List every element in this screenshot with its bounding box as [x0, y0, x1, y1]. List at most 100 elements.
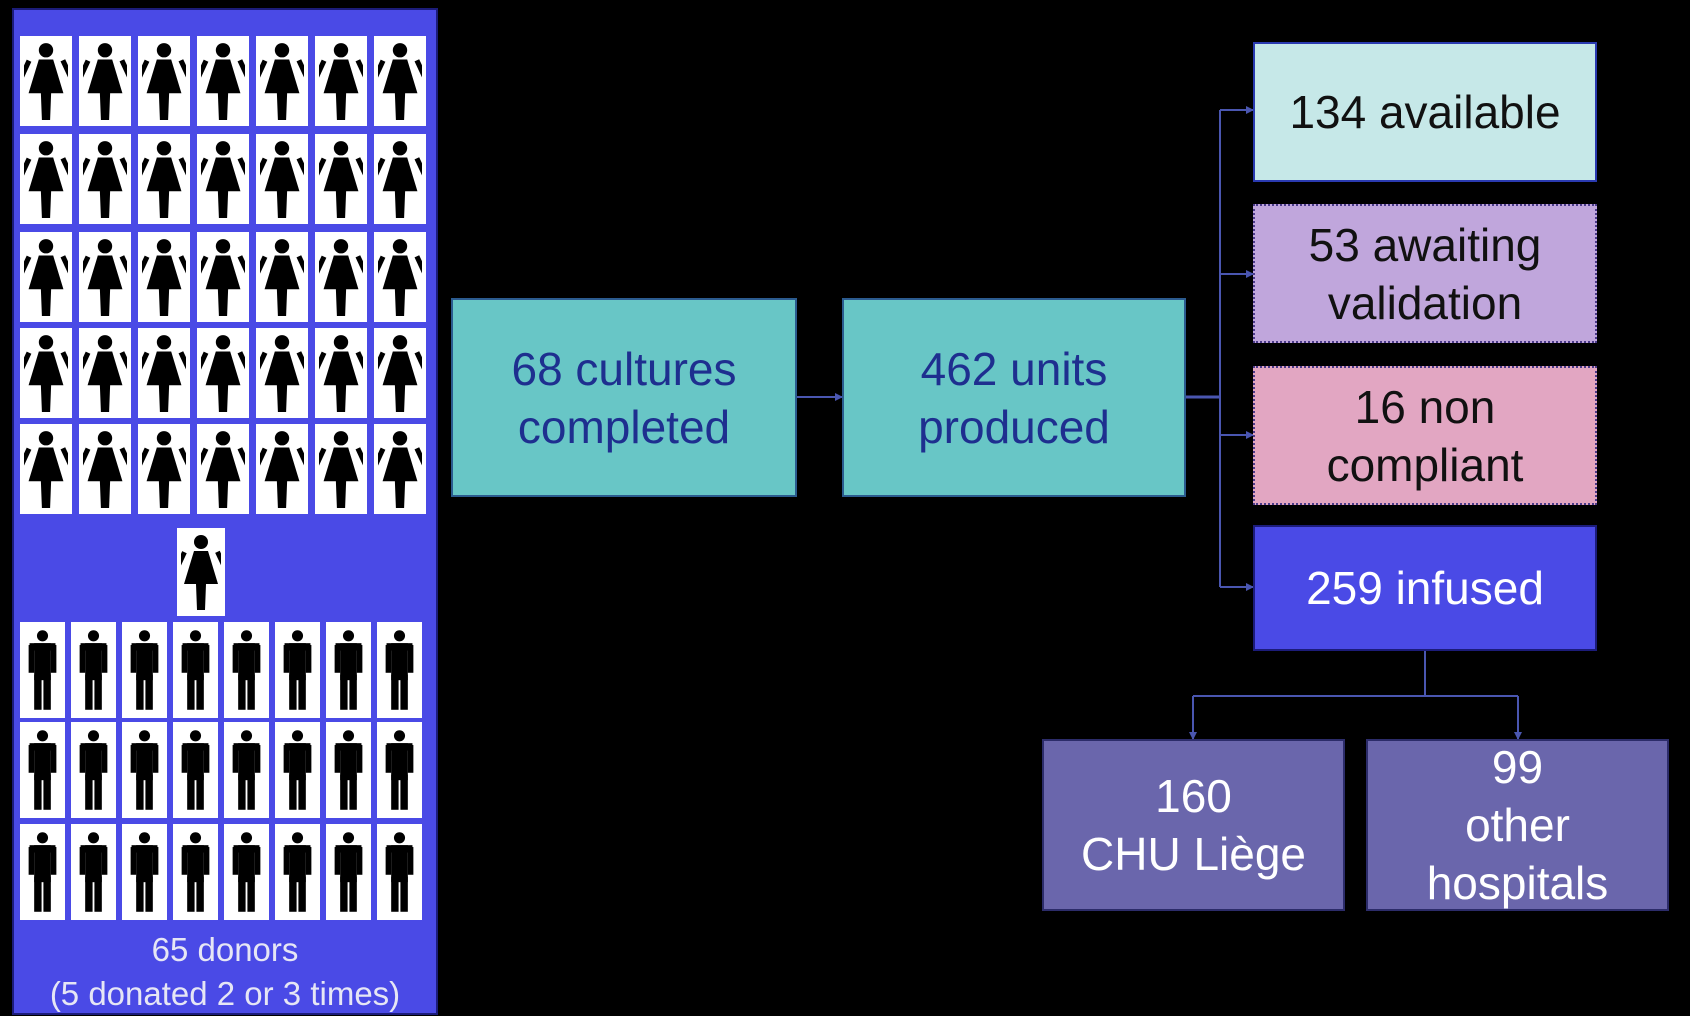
male-donor-card: [122, 824, 167, 920]
female-donor-card: [315, 232, 367, 322]
female-donor-card: [20, 36, 72, 126]
chu-name-label: CHU Liège: [1081, 828, 1306, 880]
female-donor-card: [138, 134, 190, 224]
cultures-count-label: 68 cultures: [511, 342, 737, 395]
cultures-completed-box: 68 cultures completed: [451, 298, 797, 497]
non-compliant-box: 16 non compliant: [1253, 366, 1597, 505]
male-donor-card: [20, 722, 65, 818]
female-figure-icon: [378, 43, 422, 120]
male-figure-icon: [385, 730, 414, 810]
female-figure-icon: [319, 43, 363, 120]
male-donor-card: [20, 824, 65, 920]
female-figure-icon: [142, 431, 186, 508]
male-figure-icon: [334, 730, 363, 810]
female-figure-icon: [319, 335, 363, 412]
other-count-label: 99: [1491, 741, 1544, 793]
donor-panel: 65 donors (5 donated 2 or 3 times): [12, 8, 438, 1015]
cultures-status-label: completed: [517, 400, 731, 453]
male-figure-icon: [334, 832, 363, 912]
male-donor-card: [326, 824, 371, 920]
donor-repeat-note: (5 donated 2 or 3 times): [49, 975, 401, 1012]
female-figure-icon: [142, 239, 186, 316]
awaiting-count-label: 53 awaiting: [1308, 218, 1542, 271]
male-donor-card: [275, 824, 320, 920]
female-donor-card: [197, 232, 249, 322]
male-figure-icon: [28, 832, 57, 912]
female-figure-icon: [378, 431, 422, 508]
donor-figure-grid: [14, 10, 436, 1013]
female-figure-icon: [24, 431, 68, 508]
male-donor-card: [377, 824, 422, 920]
female-figure-icon: [83, 43, 127, 120]
other-hospitals-box: 99 other hospitals: [1366, 739, 1669, 911]
donor-count-label: 65 donors: [151, 931, 299, 968]
male-figure-icon: [181, 630, 210, 710]
male-figure-icon: [283, 730, 312, 810]
female-donor-card: [315, 36, 367, 126]
other-name-label-2: hospitals: [1426, 857, 1609, 909]
female-figure-icon: [260, 335, 304, 412]
infused-label: 259 infused: [1306, 562, 1544, 614]
chu-liege-box: 160 CHU Liège: [1042, 739, 1345, 911]
male-donor-card: [20, 622, 65, 718]
female-figure-icon: [201, 335, 245, 412]
female-donor-card: [177, 528, 225, 616]
female-donor-card: [197, 328, 249, 418]
female-figure-icon: [24, 141, 68, 218]
male-figure-icon: [232, 730, 261, 810]
available-label: 134 available: [1289, 86, 1561, 138]
female-figure-icon: [142, 43, 186, 120]
female-figure-icon: [260, 141, 304, 218]
female-donor-card: [256, 232, 308, 322]
male-donor-card: [224, 722, 269, 818]
male-donor-card: [173, 622, 218, 718]
male-donor-card: [122, 622, 167, 718]
female-figure-icon: [83, 335, 127, 412]
female-donor-card: [138, 424, 190, 514]
female-figure-icon: [83, 431, 127, 508]
male-figure-icon: [283, 630, 312, 710]
female-donor-card: [256, 36, 308, 126]
female-figure-icon: [83, 141, 127, 218]
male-figure-icon: [181, 730, 210, 810]
female-donor-card: [20, 424, 72, 514]
female-figure-icon: [378, 335, 422, 412]
female-donor-card: [374, 328, 426, 418]
female-figure-icon: [24, 239, 68, 316]
female-figure-icon: [24, 43, 68, 120]
available-box: 134 available: [1253, 42, 1597, 182]
female-figure-icon: [319, 431, 363, 508]
male-donor-card: [122, 722, 167, 818]
male-donor-card: [326, 622, 371, 718]
female-figure-icon: [319, 141, 363, 218]
male-figure-icon: [130, 832, 159, 912]
noncompliant-status-label: compliant: [1326, 438, 1524, 491]
male-figure-icon: [232, 630, 261, 710]
female-figure-icon: [201, 43, 245, 120]
female-figure-icon: [142, 335, 186, 412]
male-donor-card: [224, 824, 269, 920]
male-figure-icon: [283, 832, 312, 912]
female-figure-icon: [201, 141, 245, 218]
female-donor-card: [197, 134, 249, 224]
awaiting-status-label: validation: [1327, 276, 1523, 329]
female-figure-icon: [378, 141, 422, 218]
male-donor-card: [71, 722, 116, 818]
noncompliant-count-label: 16 non: [1354, 380, 1496, 433]
female-donor-card: [79, 328, 131, 418]
male-donor-card: [173, 824, 218, 920]
female-donor-card: [256, 134, 308, 224]
female-donor-card: [20, 134, 72, 224]
female-donor-card: [138, 36, 190, 126]
units-status-label: produced: [918, 400, 1110, 453]
male-donor-card: [377, 622, 422, 718]
male-donor-card: [275, 722, 320, 818]
female-donor-card: [256, 328, 308, 418]
male-figure-icon: [181, 832, 210, 912]
male-figure-icon: [79, 832, 108, 912]
female-donor-card: [138, 232, 190, 322]
female-figure-icon: [142, 141, 186, 218]
female-donor-card: [79, 232, 131, 322]
male-figure-icon: [28, 730, 57, 810]
